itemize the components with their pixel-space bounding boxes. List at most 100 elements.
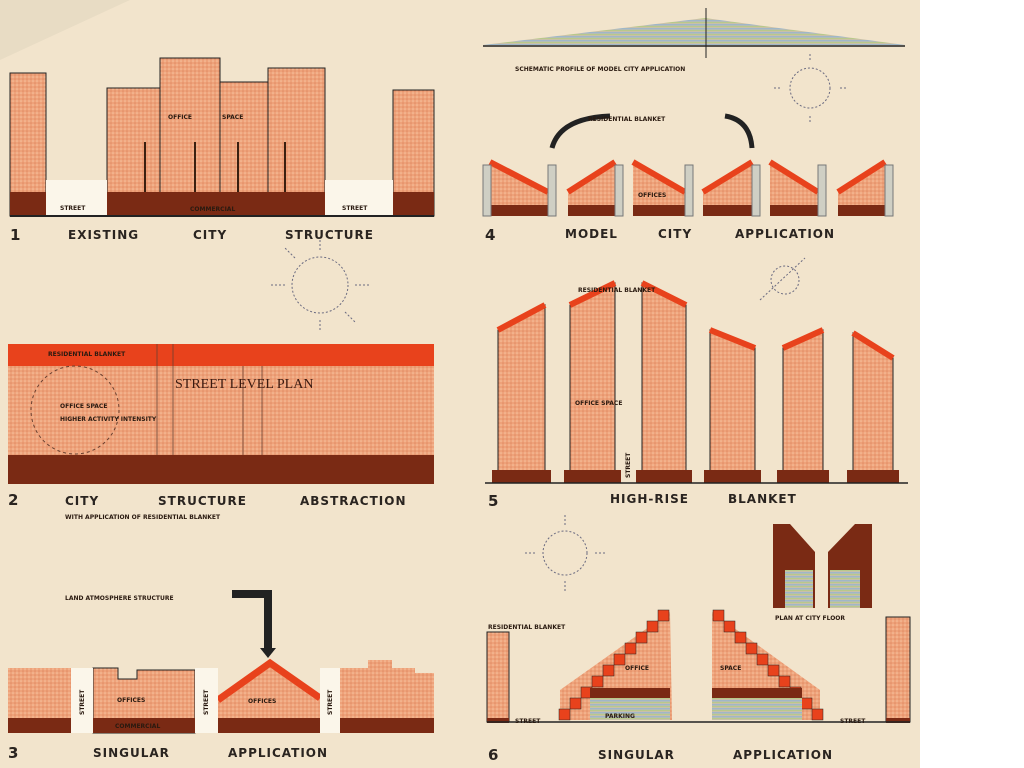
commercial-base xyxy=(10,192,46,216)
arrow-icon xyxy=(232,590,272,650)
residential-blanket-label: RESIDENTIAL BLANKET xyxy=(488,624,566,631)
schematic-profile xyxy=(483,18,905,45)
space-label: SPACE xyxy=(720,665,741,672)
residential-blanket-roof xyxy=(568,280,617,308)
street-label: STREET xyxy=(840,718,866,725)
panel-number: 5 xyxy=(488,492,499,510)
blanket-step xyxy=(558,708,571,721)
office-band xyxy=(8,366,434,455)
residential-blanket-band xyxy=(8,344,434,366)
panel-title-word: MODEL xyxy=(565,227,618,241)
commercial-base xyxy=(636,470,692,483)
activity-label: HIGHER ACTIVITY INTENSITY xyxy=(60,416,157,423)
commercial-base xyxy=(777,470,829,483)
panel-title-word: APPLICATION xyxy=(733,748,833,762)
commercial-base xyxy=(847,470,899,483)
building xyxy=(267,67,326,217)
commercial-base xyxy=(564,470,621,483)
panel-number: 2 xyxy=(8,491,19,509)
blanket-step xyxy=(767,664,780,677)
residential-blanket-roof xyxy=(836,159,887,195)
sawtooth-building xyxy=(703,162,752,216)
street-label: STREET xyxy=(625,452,632,478)
panel-subtitle: WITH APPLICATION OF RESIDENTIAL BLANKET xyxy=(65,514,221,521)
blanket-step xyxy=(613,653,626,666)
circulation-core xyxy=(884,164,894,217)
building xyxy=(340,660,434,733)
commercial-base xyxy=(703,205,752,216)
blanket-step xyxy=(778,675,791,688)
stepped-residential-blanket xyxy=(558,609,824,721)
street-label: STREET xyxy=(327,689,334,715)
blanket-step xyxy=(734,631,747,644)
panel-title-word: APPLICATION xyxy=(228,746,328,760)
office-label: OFFICE xyxy=(168,114,192,121)
commercial-base xyxy=(633,205,685,216)
street-right xyxy=(325,180,393,216)
residential-blanket-roof xyxy=(781,327,825,351)
tower xyxy=(782,329,824,473)
circulation-core xyxy=(817,164,827,217)
blanket-step xyxy=(635,631,648,644)
blanket-step xyxy=(569,697,582,710)
office-label: OFFICE xyxy=(625,665,649,672)
street-left xyxy=(46,180,107,216)
street-label: STREET xyxy=(203,689,210,715)
blanket-step xyxy=(811,708,824,721)
sun-sketch-icon xyxy=(772,52,848,124)
structure-label: LAND ATMOSPHERE STRUCTURE xyxy=(65,595,174,602)
panel-number: 3 xyxy=(8,744,19,762)
circulation-core xyxy=(547,164,557,217)
panel-title-word: SINGULAR xyxy=(93,746,170,760)
panel-title-word: APPLICATION xyxy=(735,227,835,241)
street-label: STREET xyxy=(342,205,368,212)
residential-blanket-roof xyxy=(701,159,754,195)
sawtooth-building xyxy=(490,162,548,216)
panel-1-existing-city-structure: OFFICE SPACE COMMERCIAL STREET STREET 1 … xyxy=(9,57,435,244)
commercial-base xyxy=(568,205,615,216)
tower xyxy=(569,282,616,473)
street-level-plan-label: STREET LEVEL PLAN xyxy=(175,377,313,392)
space-label: SPACE xyxy=(222,114,243,121)
sawtooth-building xyxy=(838,162,885,216)
panel-number: 4 xyxy=(485,226,496,244)
parking-level xyxy=(590,698,670,720)
street-label: STREET xyxy=(79,689,86,715)
sawtooth-building xyxy=(770,162,818,216)
curved-arrow-icon xyxy=(549,113,611,149)
street-label: STREET xyxy=(515,718,541,725)
panel-4-model-city-application: SCHEMATIC PROFILE OF MODEL CITY APPLICAT… xyxy=(482,8,905,244)
commercial-base xyxy=(838,205,885,216)
parking-level xyxy=(712,698,802,720)
residential-blanket-roof xyxy=(488,159,550,195)
panel-title-word: CITY xyxy=(658,227,692,241)
commercial-base xyxy=(107,192,325,216)
sawtooth-building xyxy=(568,162,615,216)
blanket-step xyxy=(712,609,725,622)
building xyxy=(486,631,510,723)
commercial-base xyxy=(704,470,761,483)
offices-label: OFFICES xyxy=(638,192,666,199)
circulation-core xyxy=(684,164,694,217)
building xyxy=(885,616,911,723)
commercial-label: COMMERCIAL xyxy=(115,723,160,730)
commercial-label: COMMERCIAL xyxy=(190,206,235,213)
sawtooth-buildings xyxy=(482,159,894,217)
panel-title-word: BLANKET xyxy=(728,492,797,506)
street-label: STREET xyxy=(60,205,86,212)
office-space-label: OFFICE SPACE xyxy=(575,400,622,407)
panel-number: 6 xyxy=(488,746,499,764)
panel-3-singular-application: LAND ATMOSPHERE STRUCTURE OFFICES OFFICE… xyxy=(8,590,434,762)
panel-5-high-rise-blanket: RESIDENTIAL BLANKET OFFICE SPACE STREET … xyxy=(485,280,908,510)
residential-blanket-roof xyxy=(640,280,688,308)
blanket-step xyxy=(800,697,813,710)
profile-caption: SCHEMATIC PROFILE OF MODEL CITY APPLICAT… xyxy=(515,66,685,73)
panel-2-city-structure-abstraction: RESIDENTIAL BLANKET STREET LEVEL PLAN OF… xyxy=(8,344,434,521)
tower xyxy=(641,282,687,473)
panel-title-word: STRUCTURE xyxy=(285,228,374,242)
high-rise-towers xyxy=(492,280,899,483)
sun-sketch-icon xyxy=(525,515,605,591)
panel-6-singular-application: PLAN AT CITY FLOOR RESIDENTIAL BLANKET O… xyxy=(486,524,911,764)
residential-blanket-roof xyxy=(851,330,895,361)
circulation-core xyxy=(614,164,624,217)
